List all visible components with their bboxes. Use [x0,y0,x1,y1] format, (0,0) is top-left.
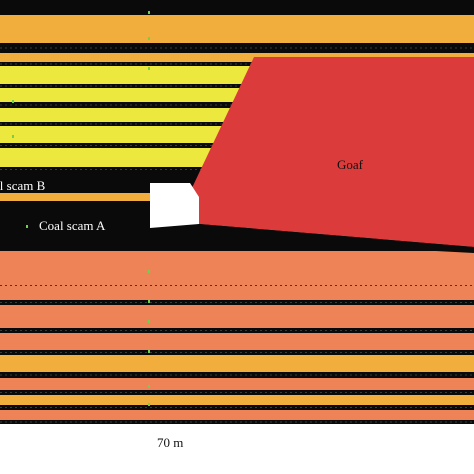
coal-seam-a-floor-wedge [150,224,474,253]
layer-salmon [0,305,474,328]
layer-salmon [0,283,474,300]
monitoring-marker [148,270,150,273]
void-cavity [150,183,199,228]
monitoring-marker [26,225,28,228]
monitoring-marker [148,350,150,353]
layer-salmon [0,251,474,283]
monitoring-marker [148,300,150,303]
scale-label: 70 m [157,435,184,450]
layer-black [0,328,474,333]
layer-salmon [0,333,474,350]
layer-black [0,390,474,395]
layer-black [0,0,474,15]
layer-orange [0,395,474,405]
monitoring-marker [148,320,150,323]
layer-black [0,43,474,53]
goaf-region [191,57,474,247]
coal-seam-b-label: al scam B [0,178,46,193]
monitoring-marker [12,100,14,103]
coal-seam-a-label: Coal scam A [39,218,106,233]
layer-black [0,372,474,378]
monitoring-marker [148,37,150,40]
monitoring-markers [12,11,150,406]
monitoring-marker [148,403,150,406]
layer-black [0,420,474,424]
layer-orange [0,355,474,372]
monitoring-marker [148,67,150,70]
monitoring-marker [148,11,150,14]
layer-salmon [0,378,474,390]
layer-black [0,84,474,88]
layer-orange [0,15,474,43]
layer-orange [0,53,474,62]
monitoring-marker [12,135,14,138]
layer-black [0,62,474,66]
layer-salmon [0,410,474,420]
monitoring-marker [148,385,150,388]
layer-black [0,405,474,410]
layer-black [0,300,474,305]
goaf-label: Goaf [337,157,363,172]
layer-white [0,424,474,474]
layer-black [0,350,474,355]
